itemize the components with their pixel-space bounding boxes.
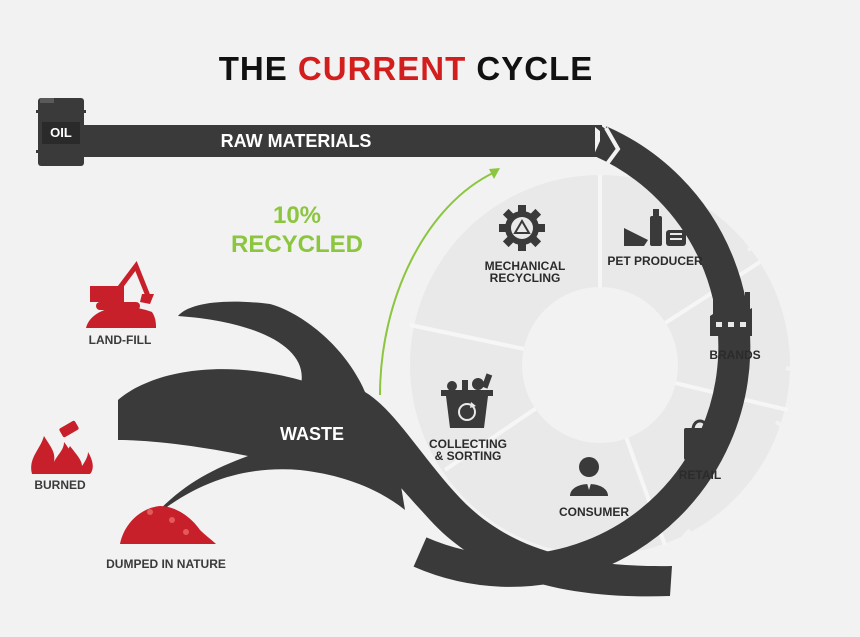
page-title: THE CURRENT CYCLE (0, 50, 812, 88)
recycled-percent-value: 10% (272, 202, 322, 229)
raw-materials-band (80, 125, 602, 157)
title-part-2: CURRENT (297, 50, 467, 87)
excavator-icon (86, 260, 156, 328)
fire-icon (31, 420, 93, 474)
segment-label-retail: RETAIL (678, 468, 722, 482)
wheel-center (522, 287, 678, 443)
title-part-1: THE (218, 50, 288, 87)
oil-barrel-icon (36, 98, 86, 166)
oil-label: OIL (50, 125, 72, 140)
segment-label-collecting-sorting: COLLECTING & SORTING (429, 437, 507, 463)
segment-label-brands: BRANDS (709, 348, 761, 362)
recycled-arrowhead (489, 168, 500, 179)
waste-stream-top (178, 301, 672, 597)
recycled-arrow (379, 171, 496, 396)
bottle-icon (624, 209, 686, 246)
segment-label-pet-producer: PET PRODUCER (607, 254, 703, 268)
waste-label: WASTE (279, 424, 344, 444)
outcome-label-burned: BURNED (34, 478, 86, 492)
factory-icon (710, 292, 752, 336)
outcome-label-dumped-in-nature: DUMPED IN NATURE (106, 557, 226, 571)
recycle-bin-icon (441, 373, 493, 428)
title-part-3: CYCLE (476, 50, 594, 87)
segment-label-consumer: CONSUMER (558, 505, 629, 519)
raw-materials-label: RAW MATERIALS (220, 131, 372, 151)
gear-recycle-icon (499, 205, 545, 251)
shopping-bag-icon (684, 419, 716, 460)
recycled-percent-text: RECYCLED (230, 231, 363, 258)
debris-pile-icon (120, 506, 216, 544)
person-icon (570, 457, 608, 496)
segment-label-mechanical-recycling: MECHANICAL RECYCLING (484, 259, 566, 285)
recycled-percent-label: 10% RECYCLED (222, 201, 372, 259)
cycle-chevrons (602, 127, 822, 567)
outcome-label-land-fill: LAND-FILL (88, 333, 152, 347)
waste-stream-branches (118, 369, 405, 520)
